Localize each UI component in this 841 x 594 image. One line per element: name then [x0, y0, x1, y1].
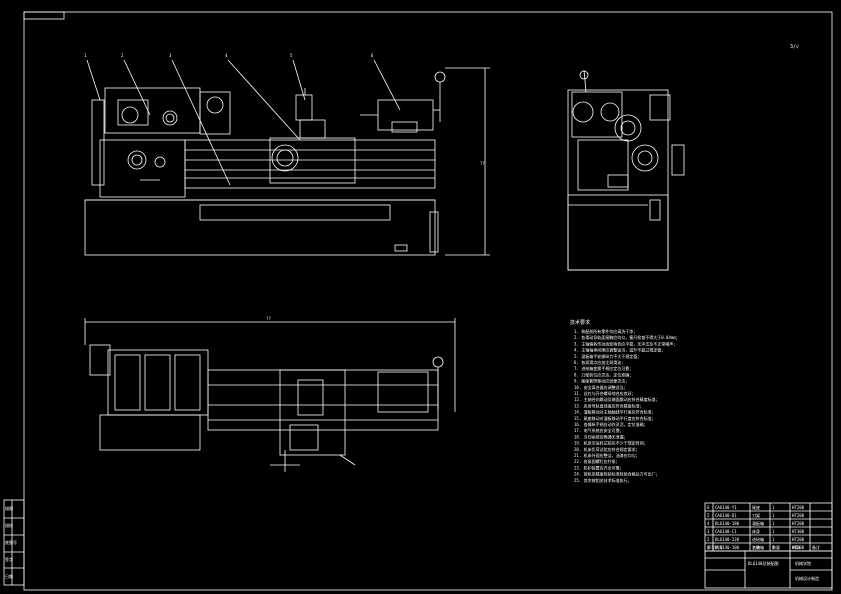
tech-requirement-line: 5. 溜板箱手轮操纵力不大于规定值；: [574, 353, 641, 359]
parts-list: [704, 502, 833, 552]
parts-list-header: 序号: [707, 544, 715, 550]
parts-list-cell: 1: [707, 545, 710, 550]
parts-list-cell: CA6140-C1: [715, 529, 737, 534]
tech-requirement-line: 23. 防护装置应齐全可靠；: [574, 464, 624, 470]
parts-list-cell: 溜板箱: [752, 520, 764, 526]
balloon-1: 1: [84, 53, 87, 58]
balloon-2: 2: [121, 53, 124, 58]
surface-finish-mark: 3/√: [790, 44, 799, 50]
parts-list-cell: 5: [707, 513, 710, 518]
tech-requirements-lines: 1. 装配前所有零件均应清洗干净；2. 各滑动导轨面接触应均匀，塞尺检查不得大于…: [574, 328, 680, 483]
tech-requirement-line: 6. 各润滑点应加注润滑油；: [574, 359, 625, 365]
parts-list-cell: 1: [772, 545, 775, 550]
tech-requirement-line: 1. 装配前所有零件均应清洗干净；: [574, 328, 637, 334]
parts-list-cell: 尾座: [752, 504, 760, 510]
tech-requirement-line: 24. 按机床精度检验标准检验合格后方可出厂；: [574, 471, 660, 477]
top-view: [84, 318, 456, 472]
balloon-6: 6: [371, 53, 374, 58]
parts-list-header: 名称: [752, 544, 760, 550]
tech-requirement-line: 10. 安全离合器应调整适当；: [574, 384, 628, 390]
parts-list-cell: 主轴箱: [752, 544, 764, 550]
tech-requirement-line: 14. 溜板移动对主轴轴线平行度应符合标准；: [574, 409, 656, 415]
school-name: 机械学院: [795, 560, 811, 566]
tech-requirement-line: 15. 尾座移动对溜板移动平行度应符合标准；: [574, 415, 656, 421]
left-stamp-label: 日期: [5, 573, 13, 579]
tech-requirement-line: 12. 主轴径向跳动及端面跳动应符合精度标准；: [574, 396, 660, 402]
parts-list-cell: CA6140-D1: [715, 513, 737, 518]
tech-requirements-heading: 技术要求: [570, 319, 590, 326]
parts-list-cell: 2: [707, 537, 710, 542]
tech-requirement-line: 11. 丝杠与开合螺母啮合应良好；: [574, 390, 636, 396]
tech-requirement-line: 22. 各紧固螺钉应拧紧；: [574, 458, 620, 464]
tech-requirement-line: 16. 各操纵手柄应动作灵活，定位准确；: [574, 421, 648, 427]
tech-requirement-line: 9. 尾座套筒移动应轻便灵活；: [574, 378, 629, 384]
tech-requirement-line: 18. 冷却系统应畅通无泄漏；: [574, 433, 628, 439]
tech-requirement-line: 21. 机床外观应整洁，油漆应均匀；: [574, 452, 640, 458]
left-stamp-label: 底图号: [5, 539, 17, 545]
left-stamp-label: 签字: [5, 556, 13, 562]
parts-list-cell: 进给箱: [752, 536, 764, 542]
tech-requirement-line: 25. 其余按相关技术标准执行。: [574, 477, 632, 483]
parts-list-cell: HT200: [792, 545, 805, 550]
parts-list-cell: DL6140-100: [715, 545, 740, 550]
parts-list-cell: HT200: [792, 505, 805, 510]
parts-list-header: 数量: [772, 544, 780, 550]
drawing-frame: [23, 11, 833, 591]
balloon-3: 3: [169, 53, 172, 58]
parts-list-header: 备注: [812, 544, 820, 550]
parts-list-cell: 1: [772, 513, 775, 518]
tech-requirement-line: 13. 床身导轨直线度应符合精度标准；: [574, 402, 644, 408]
parts-list-cell: 1: [772, 505, 775, 510]
balloon-4: 4: [225, 53, 228, 58]
parts-list-cell: HT300: [792, 529, 805, 534]
parts-list-cell: 1: [772, 521, 775, 526]
department-name: 机械设计制造: [795, 575, 819, 581]
parts-list-cell: DL6140-180: [715, 521, 740, 526]
parts-list-cell: 6: [707, 505, 710, 510]
tech-requirement-line: 3. 主轴箱各传动齿轮啮合应平稳，无冲击及不正常噪声；: [574, 340, 677, 346]
left-stamp: [3, 499, 25, 586]
tech-requirement-line: 17. 电气系统应安全可靠；: [574, 427, 624, 433]
balloon-numbers: 1 2 3 4 5 6: [84, 53, 374, 58]
parts-list-cell: 刀架: [752, 512, 760, 518]
side-view: [567, 69, 685, 271]
parts-list-cell: CA6140-Y1: [715, 505, 737, 510]
title-block: [704, 550, 833, 589]
leader-lines: [86, 59, 401, 186]
code-box: [23, 11, 65, 20]
side-height-dimension: ??: [480, 161, 485, 166]
parts-list-header: 材料: [792, 544, 800, 550]
parts-list-cell: HT200: [792, 537, 805, 542]
parts-list-cell: HT200: [792, 513, 805, 518]
left-stamp-label: 描校: [5, 522, 13, 528]
tech-requirement-line: 4. 主轴轴承间隙应调整适当，温升不超过规定值；: [574, 347, 665, 353]
parts-list-cell: 1: [772, 537, 775, 542]
parts-list-cell: HT200: [792, 521, 805, 526]
tech-requirement-line: 19. 机床空运转试验应不少于规定时间；: [574, 440, 648, 446]
top-view-width-dimension: ??: [266, 316, 271, 321]
tech-requirement-line: 8. 刀架转位应灵活，定位准确；: [574, 371, 633, 377]
tech-requirement-line: 2. 各滑动导轨面接触应均匀，塞尺检查不得大于0.04mm；: [574, 334, 680, 340]
parts-list-cell: 4: [707, 521, 710, 526]
tech-requirements: 技术要求 1. 装配前所有零件均应清洗干净；2. 各滑动导轨面接触应均匀，塞尺检…: [570, 319, 680, 483]
parts-list-header: 代号: [715, 544, 723, 550]
parts-list-cell: 1: [772, 529, 775, 534]
tech-requirement-line: 20. 机床负荷试验应符合规定要求；: [574, 446, 640, 452]
parts-list-cell: 3: [707, 529, 710, 534]
front-view: [84, 67, 490, 256]
tech-requirement-line: 7. 进给箱变换手柄应定位可靠；: [574, 365, 633, 371]
parts-list-cell: DL6140-220: [715, 537, 740, 542]
drawing-title: DL6140总装配图: [748, 560, 778, 566]
parts-list-cell: 床身: [752, 528, 760, 534]
balloon-5: 5: [290, 53, 293, 58]
left-stamp-label: 描图: [5, 505, 13, 511]
